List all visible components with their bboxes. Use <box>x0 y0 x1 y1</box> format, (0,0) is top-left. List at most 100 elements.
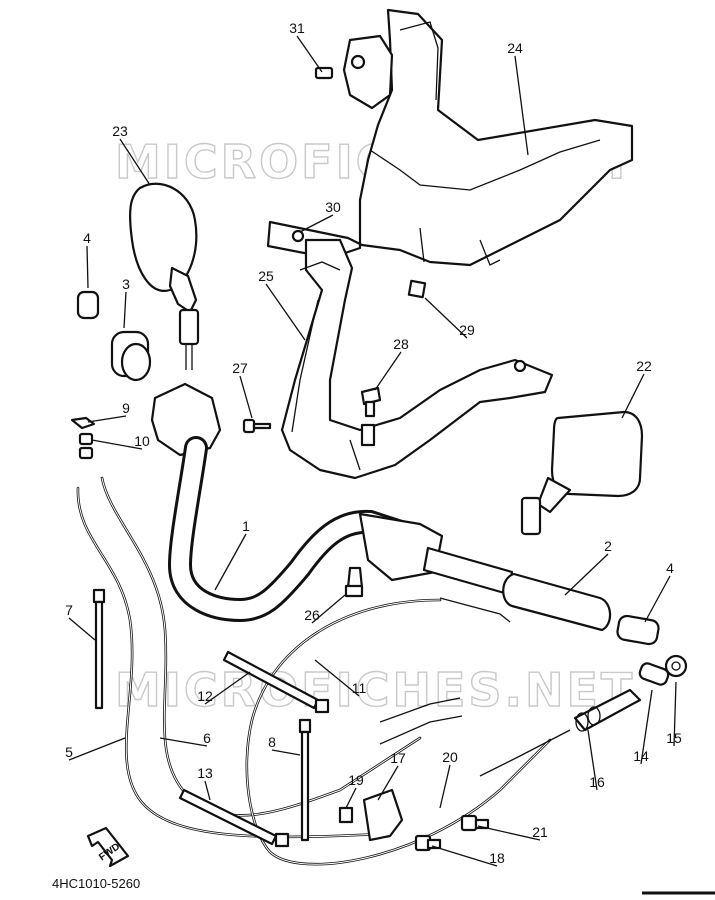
leader-line-c9 <box>87 415 127 423</box>
adjuster-14 <box>638 662 670 686</box>
leader-line-c14 <box>640 689 653 765</box>
leader-line-c21 <box>477 825 541 841</box>
callout-c24: 24 <box>507 40 523 56</box>
callout-c31: 31 <box>289 20 305 36</box>
throttle-grip <box>422 546 612 632</box>
callout-c8: 8 <box>268 734 276 750</box>
cable-fitting-6a <box>379 697 461 723</box>
callout-c15: 15 <box>666 730 682 746</box>
callout-c5: 5 <box>65 744 73 760</box>
watermark-bottom: MICROFICHES.NET <box>115 663 635 717</box>
leader-line-c8 <box>271 749 301 756</box>
screw-10 <box>78 432 94 460</box>
callout-c4b: 4 <box>666 560 674 576</box>
callout-c30: 30 <box>325 199 341 215</box>
leader-line-c4b <box>644 575 671 623</box>
callout-c12: 12 <box>197 688 213 704</box>
leader-line-c31 <box>296 35 323 73</box>
bar-end-left <box>76 290 100 320</box>
leader-line-c10 <box>91 439 143 450</box>
callout-c29: 29 <box>459 322 475 338</box>
callout-c14: 14 <box>633 748 649 764</box>
bar-end-right <box>616 614 660 646</box>
leader-line-c25 <box>265 283 306 341</box>
leader-line-c28 <box>374 351 402 391</box>
bolt-28 <box>360 386 382 418</box>
callout-c10: 10 <box>134 433 150 449</box>
callout-c3: 3 <box>122 276 130 292</box>
upper-handlebar-cover <box>266 8 634 299</box>
leader-line-c2 <box>564 553 609 596</box>
leader-line-c13 <box>204 780 211 801</box>
leader-line-c11 <box>314 659 360 697</box>
callout-c11: 11 <box>352 680 367 696</box>
leader-line-c4a <box>86 245 89 289</box>
screw-31 <box>314 34 394 110</box>
left-mirror <box>129 182 200 370</box>
screw-9 <box>70 416 96 430</box>
cable-bracket-17 <box>362 788 404 842</box>
leader-line-c6 <box>159 737 208 747</box>
nut-15 <box>664 654 688 678</box>
leader-line-c15 <box>673 681 677 747</box>
callout-c18: 18 <box>489 850 505 866</box>
leader-line-c26 <box>311 594 346 624</box>
cable-11 <box>245 598 552 866</box>
bolt-18 <box>414 834 442 852</box>
cable-tie-8 <box>298 718 312 842</box>
callout-c19: 19 <box>348 772 364 788</box>
diagram-code: 4HC1010-5260 <box>52 876 140 891</box>
callout-c27: 27 <box>232 360 248 376</box>
right-mirror <box>520 410 644 536</box>
callout-c9: 9 <box>122 400 130 416</box>
clip-30 <box>291 229 305 243</box>
leader-line-c30 <box>299 214 334 233</box>
leader-line-c1 <box>214 533 247 591</box>
nut-19 <box>338 806 354 824</box>
callout-c25: 25 <box>258 268 274 284</box>
spring-boot-16 <box>573 688 642 732</box>
leader-line-c17 <box>377 765 399 801</box>
leader-line-c19 <box>345 787 357 809</box>
callout-c22: 22 <box>636 358 652 374</box>
handlebar <box>167 436 422 623</box>
cable-tie-12 <box>222 650 330 714</box>
callout-c1: 1 <box>242 518 250 534</box>
callout-c26: 26 <box>304 607 320 623</box>
leader-line-c12 <box>204 671 251 705</box>
callout-c20: 20 <box>442 749 458 765</box>
bolt-26 <box>344 566 364 598</box>
leader-line-c22 <box>621 373 645 419</box>
screw-27 <box>242 418 272 434</box>
leader-line-c18 <box>431 845 498 867</box>
left-switch-housing <box>150 382 222 457</box>
callout-c28: 28 <box>393 336 409 352</box>
bolt-21 <box>460 814 490 832</box>
callout-c13: 13 <box>197 765 213 781</box>
leader-line-c24 <box>514 55 529 156</box>
cable-fitting-11 <box>439 597 511 623</box>
forward-direction-arrow: FWD <box>86 826 130 868</box>
cable-6 <box>100 476 422 817</box>
callout-c7: 7 <box>65 602 73 618</box>
callout-c6: 6 <box>203 730 211 746</box>
callout-c16: 16 <box>589 774 605 790</box>
leader-line-c3 <box>123 291 127 329</box>
leader-line-c20 <box>439 764 451 809</box>
leader-line-c27 <box>239 375 253 419</box>
grip-left <box>110 330 152 382</box>
callout-c4a: 4 <box>83 230 91 246</box>
lower-handlebar-cover <box>280 238 554 480</box>
leader-line-c29 <box>424 297 468 339</box>
cable-fitting-6b <box>379 715 463 745</box>
leader-line-c16 <box>587 729 598 791</box>
leader-line-c7 <box>68 617 96 641</box>
leader-line-c23 <box>119 138 151 186</box>
callout-c23: 23 <box>112 123 128 139</box>
callout-c2: 2 <box>604 538 612 554</box>
callout-c17: 17 <box>390 750 406 766</box>
cable-5 <box>76 486 382 839</box>
cable-tie-13 <box>178 788 290 848</box>
